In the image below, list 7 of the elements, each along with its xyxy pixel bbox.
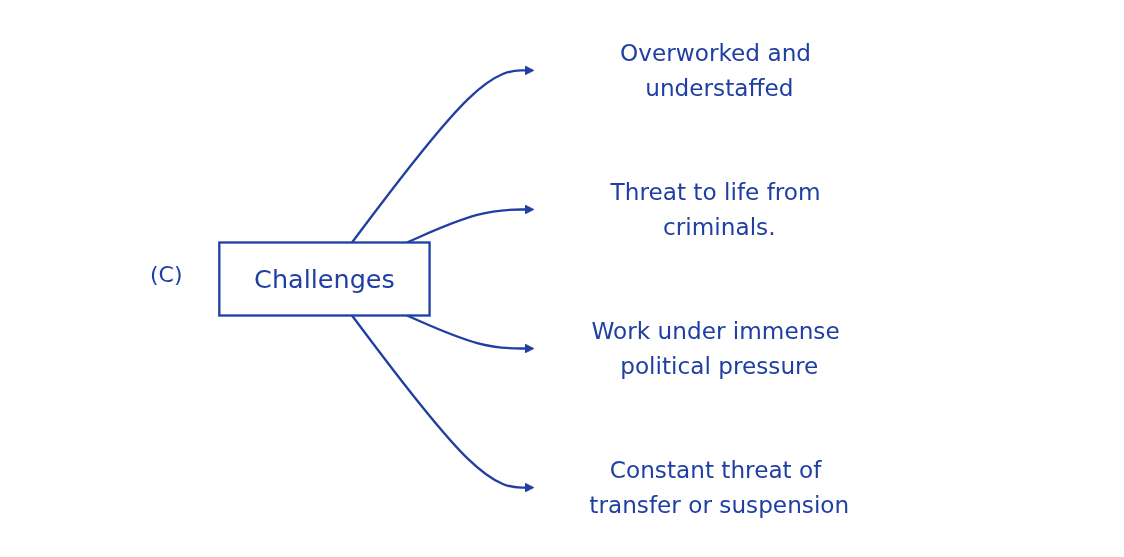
node-box: Challenges (218, 240, 431, 317)
arrow (351, 64, 535, 243)
node-text: Work under immense political pressure (591, 316, 840, 380)
node-text: Constant threat of transfer or suspension (589, 455, 850, 519)
node-text: Overworked and understaffed (620, 38, 812, 102)
section-label: (C) (150, 262, 183, 287)
node-text: Threat to life from criminals. (610, 177, 821, 241)
